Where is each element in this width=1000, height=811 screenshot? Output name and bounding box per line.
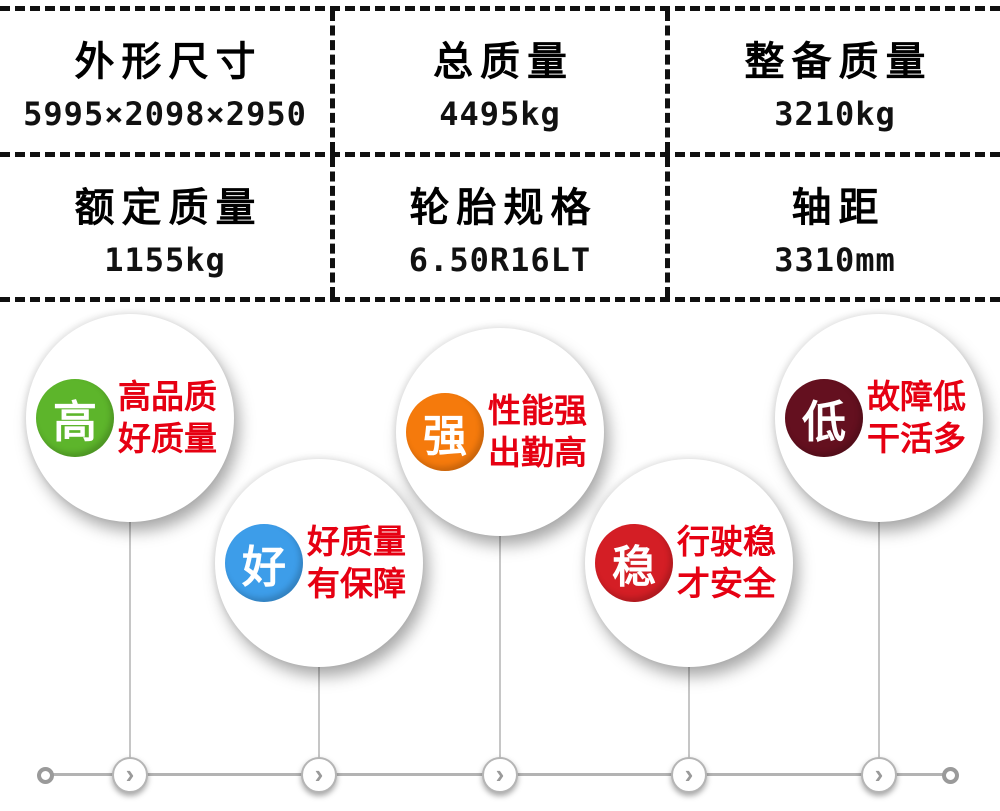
feature-circle-performance: 强 性能强 出勤高: [396, 328, 604, 536]
connector-line: [688, 661, 690, 775]
spec-value: 3310mm: [774, 240, 896, 279]
connector-line: [318, 661, 320, 775]
spec-table: 外形尺寸 5995×2098×2950 总质量 4495kg 整备质量 3210…: [0, 6, 1000, 302]
badge-qiang: 强: [406, 393, 484, 471]
chevron-right-icon: ›: [861, 757, 897, 793]
feature-text: 性能强 出勤高: [488, 390, 587, 474]
spec-cell-curb-weight: 整备质量 3210kg: [665, 11, 1000, 152]
feature-line: 有保障: [307, 565, 406, 602]
feature-text: 行驶稳 才安全: [677, 521, 776, 605]
spec-title: 轮胎规格: [409, 185, 598, 230]
feature-line: 高品质: [118, 377, 217, 415]
feature-line: 好质量: [118, 420, 217, 457]
connector-line: [129, 516, 131, 775]
feature-circle-stability: 稳 行驶稳 才安全: [585, 459, 793, 667]
spec-row: 外形尺寸 5995×2098×2950 总质量 4495kg 整备质量 3210…: [0, 11, 1000, 152]
feature-text: 故障低 干活多: [867, 376, 966, 460]
spec-cell-rated-load: 额定质量 1155kg: [0, 157, 330, 298]
spec-cell-dimensions: 外形尺寸 5995×2098×2950: [0, 11, 330, 152]
spec-title: 轴距: [791, 185, 886, 230]
feature-circle-quality: 高 高品质 好质量: [26, 314, 234, 522]
chevron-right-icon: ›: [301, 757, 337, 793]
feature-line: 行驶稳: [677, 522, 776, 560]
spec-value: 4495kg: [439, 95, 561, 134]
badge-hao: 好: [225, 524, 303, 602]
spec-cell-wheelbase: 轴距 3310mm: [665, 156, 1000, 297]
feature-line: 才安全: [677, 565, 776, 602]
timeline-end-dot: [37, 767, 54, 784]
feature-text: 好质量 有保障: [307, 521, 406, 605]
spec-value: 6.50R16LT: [408, 240, 592, 279]
feature-circle-reliability: 低 故障低 干活多: [775, 314, 983, 522]
chevron-right-icon: ›: [482, 757, 518, 793]
spec-cell-gross-weight: 总质量 4495kg: [330, 11, 665, 152]
spec-cell-tire-spec: 轮胎规格 6.50R16LT: [330, 156, 665, 297]
spec-value: 5995×2098×2950: [23, 95, 307, 134]
connector-line: [878, 516, 880, 775]
spec-title: 额定质量: [74, 185, 263, 230]
badge-wen: 稳: [595, 524, 673, 602]
feature-line: 性能强: [488, 391, 587, 429]
feature-line: 故障低: [867, 377, 966, 415]
spec-title: 整备质量: [744, 40, 933, 85]
connector-line: [499, 530, 501, 775]
feature-line: 好质量: [307, 522, 406, 560]
feature-line: 干活多: [867, 420, 966, 457]
badge-gao: 高: [36, 379, 114, 457]
badge-di: 低: [785, 379, 863, 457]
spec-value: 3210kg: [774, 95, 896, 134]
feature-circle-guarantee: 好 好质量 有保障: [215, 459, 423, 667]
feature-line: 出勤高: [488, 434, 587, 471]
spec-title: 总质量: [433, 40, 574, 85]
timeline-end-dot: [942, 767, 959, 784]
chevron-right-icon: ›: [112, 757, 148, 793]
feature-text: 高品质 好质量: [118, 376, 217, 460]
spec-title: 外形尺寸: [74, 40, 263, 85]
spec-row: 额定质量 1155kg 轮胎规格 6.50R16LT 轴距 3310mm: [0, 151, 1000, 298]
chevron-right-icon: ›: [671, 757, 707, 793]
spec-value: 1155kg: [104, 240, 226, 279]
